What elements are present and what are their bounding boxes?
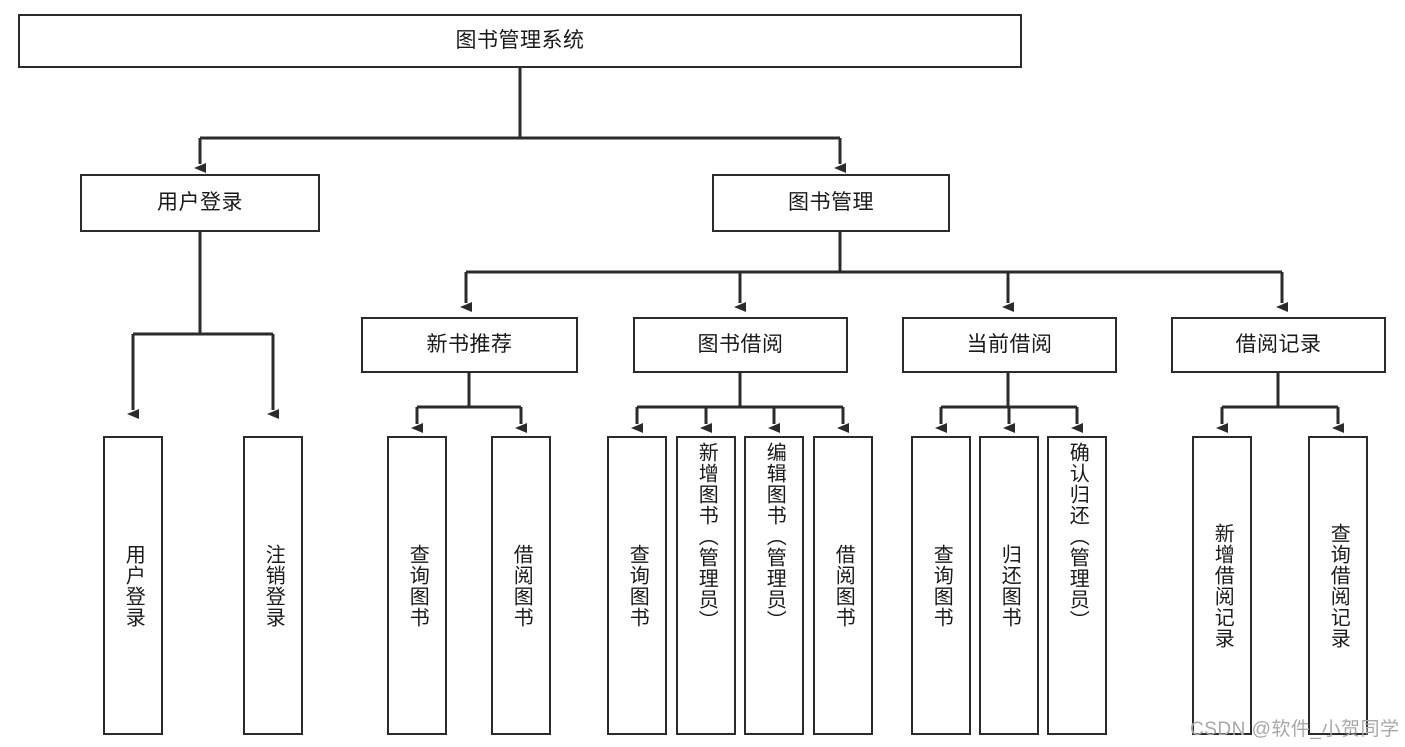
leaf-query-book-3-label: 查询图书 [930, 543, 953, 628]
leaf-user-login[interactable]: 用户登录 [103, 436, 163, 735]
node-borrow-record[interactable]: 借阅记录 [1171, 317, 1386, 373]
node-current-borrow[interactable]: 当前借阅 [902, 317, 1117, 373]
node-book-borrow-label: 图书借阅 [697, 332, 784, 356]
node-book-borrow[interactable]: 图书借阅 [633, 317, 848, 373]
leaf-add-book-label: 新增图书（管理员） [695, 442, 718, 631]
node-root-label: 图书管理系统 [455, 28, 585, 52]
leaf-edit-book-label: 编辑图书（管理员） [763, 442, 786, 631]
leaf-logout[interactable]: 注销登录 [243, 436, 303, 735]
leaf-query-record-label: 查询借阅记录 [1327, 522, 1350, 649]
node-borrow-record-label: 借阅记录 [1235, 332, 1322, 356]
node-root[interactable]: 图书管理系统 [18, 14, 1022, 68]
leaf-query-book-1[interactable]: 查询图书 [387, 436, 447, 735]
node-new-book-recommend[interactable]: 新书推荐 [361, 317, 578, 373]
leaf-add-record-label: 新增借阅记录 [1211, 522, 1234, 649]
node-new-book-recommend-label: 新书推荐 [426, 332, 513, 356]
leaf-logout-label: 注销登录 [262, 543, 285, 628]
leaf-add-record[interactable]: 新增借阅记录 [1192, 436, 1252, 735]
leaf-query-book-3[interactable]: 查询图书 [911, 436, 971, 735]
leaf-query-record[interactable]: 查询借阅记录 [1308, 436, 1368, 735]
leaf-query-book-2[interactable]: 查询图书 [607, 436, 667, 735]
leaf-confirm-return-label: 确认归还（管理员） [1066, 442, 1089, 631]
leaf-borrow-book-2-label: 借阅图书 [832, 543, 855, 628]
leaf-borrow-book-1[interactable]: 借阅图书 [491, 436, 551, 735]
leaf-add-book[interactable]: 新增图书（管理员） [676, 436, 736, 735]
leaf-query-book-2-label: 查询图书 [626, 543, 649, 628]
leaf-query-book-1-label: 查询图书 [406, 543, 429, 628]
leaf-borrow-book-2[interactable]: 借阅图书 [813, 436, 873, 735]
node-book-management[interactable]: 图书管理 [712, 174, 950, 232]
leaf-edit-book[interactable]: 编辑图书（管理员） [744, 436, 804, 735]
node-current-borrow-label: 当前借阅 [966, 332, 1053, 356]
leaf-return-book[interactable]: 归还图书 [979, 436, 1039, 735]
leaf-confirm-return[interactable]: 确认归还（管理员） [1047, 436, 1107, 735]
node-user-login[interactable]: 用户登录 [80, 174, 320, 232]
node-book-management-label: 图书管理 [788, 190, 874, 214]
leaf-borrow-book-1-label: 借阅图书 [510, 543, 533, 628]
connector-lines [127, 68, 1344, 433]
leaf-return-book-label: 归还图书 [998, 543, 1021, 628]
leaf-user-login-label: 用户登录 [122, 543, 145, 628]
node-user-login-label: 用户登录 [157, 190, 243, 214]
csdn-watermark: CSDN @软件_小贺同学 [1190, 719, 1400, 740]
